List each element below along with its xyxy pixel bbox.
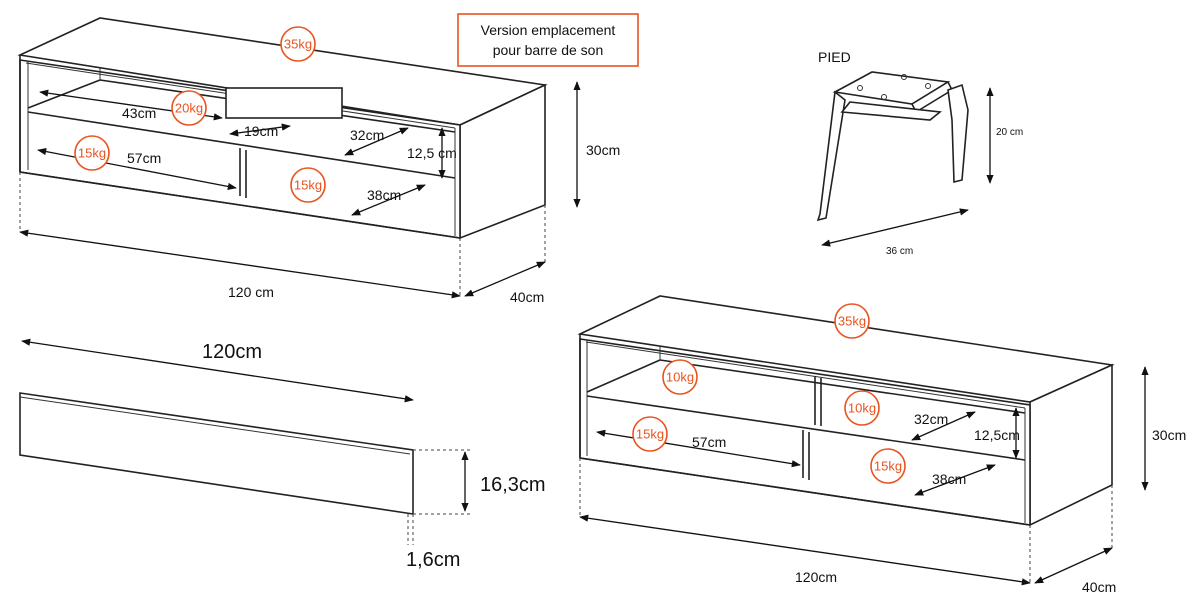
cabinet-standard-dimension-lines [579, 366, 1149, 586]
panel-dim-thickness: 1,6cm [406, 549, 460, 571]
dim-slot-19: 19cm [244, 123, 278, 139]
dim-38: 38cm [367, 187, 401, 203]
panel-dim-width: 120cm [202, 341, 262, 363]
svg-text:10kg: 10kg [666, 370, 694, 385]
cabinet-standard-drawing: 32cm 12,5cm 57cm 38cm 30cm 120cm 40cm 35… [577, 295, 1186, 595]
cabinet-soundbar-drawing: 43cm 19cm 32cm 12,5 cm 57cm 38cm 30cm 12… [17, 17, 620, 305]
std-dim-12-5: 12,5cm [974, 427, 1020, 443]
dim-32: 32cm [350, 127, 384, 143]
dim-width-120: 120 cm [228, 284, 274, 300]
std-weight-badge-right-compartment: 15kg [870, 448, 906, 484]
panel-dim-height: 16,3cm [480, 474, 546, 496]
soundbar-slot [225, 87, 343, 119]
svg-text:15kg: 15kg [874, 459, 902, 474]
svg-text:15kg: 15kg [294, 178, 322, 193]
dim-height-30: 30cm [586, 142, 620, 158]
dim-57: 57cm [127, 150, 161, 166]
weight-badge-middle-shelf: 20kg [171, 90, 207, 126]
front-panel-drawing: 120cm 16,3cm 1,6cm [19, 338, 546, 571]
std-dim-38: 38cm [932, 471, 966, 487]
dim-12-5: 12,5 cm [407, 145, 457, 161]
std-dim-height-30: 30cm [1152, 427, 1186, 443]
svg-text:15kg: 15kg [78, 146, 106, 161]
svg-text:35kg: 35kg [838, 314, 866, 329]
std-weight-badge-left-shelf: 10kg [662, 359, 698, 395]
version-note-line1: Version emplacement [481, 22, 616, 38]
foot-title: PIED [818, 49, 851, 65]
svg-text:10kg: 10kg [848, 401, 876, 416]
dim-shelf-43: 43cm [122, 105, 156, 121]
version-note-line2: pour barre de son [493, 42, 604, 58]
front-panel [19, 392, 414, 515]
std-weight-badge-right-shelf: 10kg [844, 390, 880, 426]
std-dim-57: 57cm [692, 434, 726, 450]
weight-badge-right-compartment: 15kg [290, 167, 326, 203]
version-note-box: Version emplacement pour barre de son [457, 13, 639, 67]
svg-text:35kg: 35kg [284, 37, 312, 52]
foot-dim-height: 20 cm [996, 127, 1023, 138]
svg-text:20kg: 20kg [175, 101, 203, 116]
svg-text:15kg: 15kg [636, 427, 664, 442]
weight-badge-top: 35kg [280, 26, 316, 62]
dim-depth-40: 40cm [510, 289, 544, 305]
foot-drawing: PIED 20 cm 36 cm [816, 49, 1023, 257]
std-weight-badge-left-compartment: 15kg [632, 416, 668, 452]
weight-badge-left-compartment: 15kg [74, 135, 110, 171]
std-dim-depth-40: 40cm [1082, 579, 1116, 595]
std-weight-badge-top: 35kg [834, 303, 870, 339]
foot-dim-width: 36 cm [886, 246, 913, 257]
std-dim-32: 32cm [914, 411, 948, 427]
std-dim-width-120: 120cm [795, 569, 837, 585]
